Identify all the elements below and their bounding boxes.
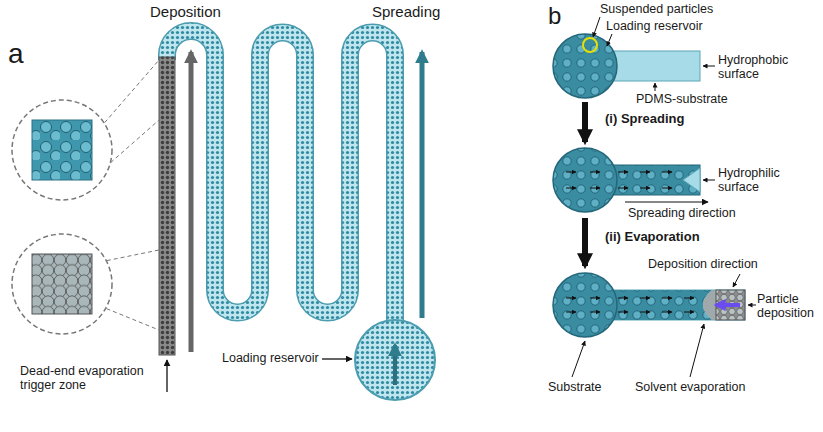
channel-fill	[167, 31, 395, 335]
flow-arrow	[566, 298, 576, 299]
deposited-particles	[716, 290, 745, 320]
flow-arrow	[590, 172, 600, 173]
flow-arrow	[566, 172, 576, 173]
spreading-arrow	[420, 52, 425, 318]
highlight-circle	[583, 38, 597, 52]
stage-arrow	[582, 218, 588, 266]
deposition-zone	[159, 57, 175, 355]
flow-arrow	[684, 298, 694, 299]
leader-line	[572, 341, 585, 377]
flow-arrow	[640, 188, 650, 189]
stage-arrow	[582, 102, 588, 142]
leader-line	[607, 34, 612, 46]
flow-arrow	[662, 188, 672, 189]
annotation-label: Spreading direction	[628, 206, 736, 220]
flow-arrow	[618, 172, 628, 173]
reservoir	[553, 273, 617, 337]
annotation-label: Hydrophilic surface	[718, 166, 808, 195]
annotation-label: (i) Spreading	[605, 112, 684, 127]
packed-particles-inset	[32, 254, 92, 314]
leader-line	[690, 324, 704, 377]
serpentine-channel	[167, 31, 395, 335]
flow-arrow	[393, 345, 397, 385]
flow-arrow	[662, 312, 672, 313]
annotation-label: PDMS-substrate	[636, 92, 728, 106]
inset-circle	[12, 234, 112, 334]
flow-arrow	[662, 298, 672, 299]
flow-arrow	[640, 172, 650, 173]
annotation-label: Solvent evaporation	[635, 380, 746, 394]
annotation-label: Spreading	[372, 3, 440, 20]
leader-line	[166, 360, 167, 392]
annotation-label: Loading reservoir	[222, 351, 319, 365]
channel-outline	[167, 31, 395, 335]
flow-arrows	[566, 298, 694, 312]
hydrophobic-channel	[612, 51, 700, 81]
reservoir	[553, 34, 617, 98]
direction-arrow	[625, 201, 708, 202]
leader-line	[655, 83, 656, 91]
leader-line	[748, 305, 756, 306]
flow-arrow	[640, 312, 650, 313]
flow-arrow	[590, 298, 600, 299]
flow-arrow	[590, 188, 600, 189]
annotation-label: Particle deposition	[757, 292, 819, 321]
flow-arrow	[618, 188, 628, 189]
leader-line	[593, 17, 600, 37]
annotation-label: Substrate	[548, 380, 602, 394]
annotation-label: (ii) Evaporation	[605, 230, 700, 245]
flow-arrow	[566, 312, 576, 313]
zoom-line	[100, 250, 159, 262]
deposition-arrow	[189, 52, 194, 352]
annotation-label: Loading reservoir	[606, 19, 703, 33]
leader-line	[703, 66, 715, 67]
panel-letter: b	[548, 2, 561, 30]
suspended-particles-inset	[32, 120, 92, 180]
flow-arrow	[662, 172, 672, 173]
leader-line	[703, 180, 715, 181]
flow-arrow	[590, 312, 600, 313]
flow-arrows	[566, 172, 672, 188]
flow-arrow	[640, 298, 650, 299]
spreading-channel	[612, 165, 700, 195]
zoom-line	[100, 60, 159, 128]
leader-line	[733, 274, 740, 287]
leader-line	[322, 358, 352, 359]
annotation-label: Suspended particles	[600, 2, 713, 16]
annotation-label: Dead-end evaporation trigger zone	[20, 364, 155, 393]
loading-reservoir	[355, 320, 435, 400]
channel	[612, 290, 745, 320]
flow-arrow	[618, 298, 628, 299]
hydrophilic-tip	[683, 168, 700, 192]
reservoir	[553, 148, 617, 212]
flow-arrow	[618, 312, 628, 313]
annotation-label: Hydrophobic surface	[718, 53, 808, 82]
zoom-line	[100, 306, 159, 330]
deposition-arrow	[716, 303, 740, 307]
inset-circle	[12, 100, 112, 200]
flow-arrow	[684, 312, 694, 313]
inset-zoom	[12, 60, 159, 334]
annotation-label: Deposition	[150, 3, 221, 20]
panel-letter: a	[8, 38, 24, 70]
flow-arrow	[566, 188, 576, 189]
annotation-label: Deposition direction	[648, 257, 758, 271]
suspension	[612, 290, 712, 320]
